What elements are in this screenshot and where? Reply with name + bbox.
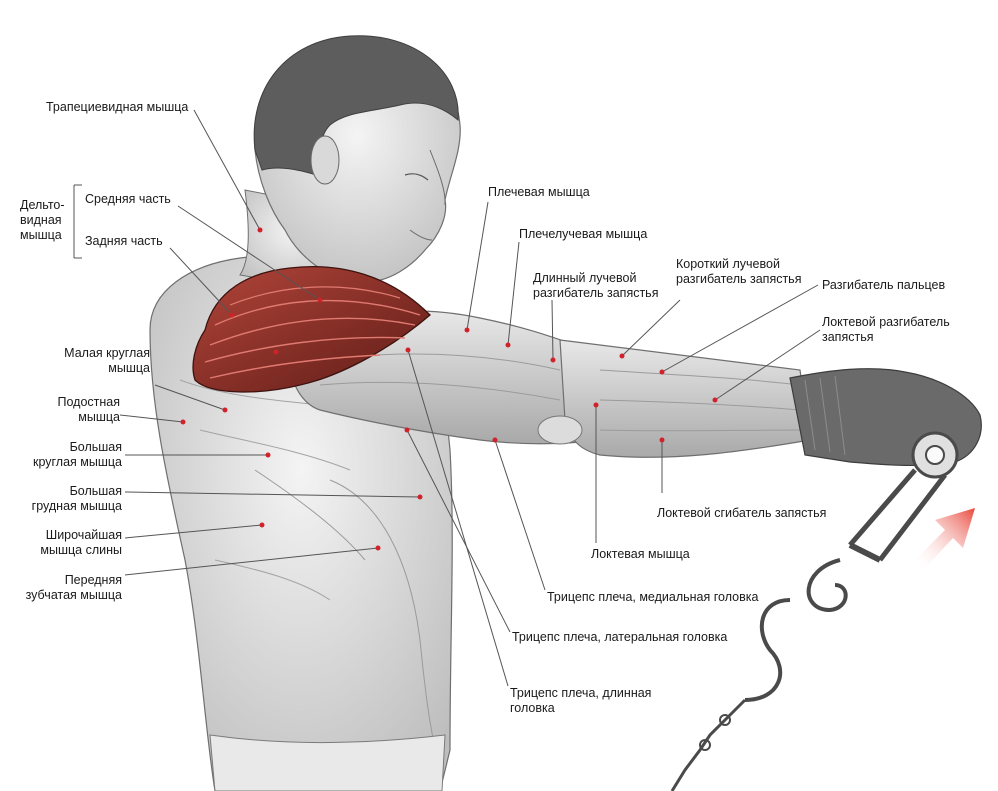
deltoid-highlight (192, 265, 431, 393)
label-ecr-brevis: Короткий лучевой разгибатель запястья (676, 257, 802, 286)
label-brachialis: Плечевая мышца (488, 185, 590, 199)
label-brachioradialis: Плечелучевая мышца (519, 227, 648, 241)
forearm-figure (559, 339, 811, 458)
label-infraspinatus: Подостная мышца (57, 395, 120, 424)
label-triceps-lateral: Трицепс плеча, латеральная головка (512, 630, 728, 644)
label-anconeus: Локтевая мышца (591, 547, 690, 561)
label-flex-carpi-ulnaris: Локтевой сгибатель запястья (657, 506, 827, 520)
label-teres-major: Большая круглая мышца (32, 440, 122, 469)
label-serratus: Передняя зубчатая мышца (25, 573, 122, 602)
label-triceps-long: Трицепс плеча, длинная головка (510, 686, 652, 715)
label-triceps-medial: Трицепс плеча, медиальная головка (547, 590, 759, 604)
label-ext-carpi-ulnaris: Локтевой разгибатель запястья (822, 315, 950, 344)
label-ext-digitorum: Разгибатель пальцев (822, 278, 946, 292)
label-pectoralis-major: Большая грудная мышца (31, 484, 122, 513)
label-deltoid-group: Дельто- видная мышца (20, 198, 65, 242)
label-deltoid-rear: Задняя часть (85, 234, 163, 248)
arrow-up-right-icon (915, 508, 975, 568)
label-deltoid-middle: Средняя часть (85, 192, 171, 206)
leader-lines (73, 109, 821, 687)
label-latissimus: Широчайшая мышца слины (40, 528, 122, 557)
label-ecr-longus: Длинный лучевой разгибатель запястья (533, 271, 659, 300)
marker-dots (180, 227, 718, 551)
cable-handle-icon (670, 431, 959, 791)
label-teres-minor: Малая круглая мышца (64, 346, 150, 375)
label-trapezius: Трапециевидная мышца (46, 100, 189, 114)
